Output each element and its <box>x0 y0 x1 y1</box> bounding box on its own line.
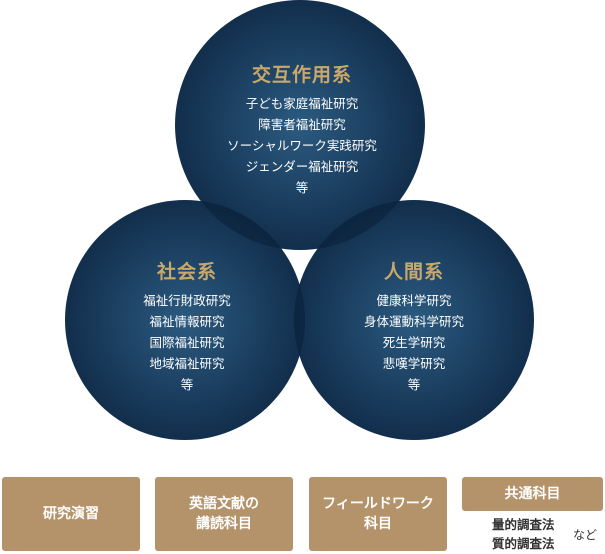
english-literature-label-line1: 英語文献の <box>189 496 259 512</box>
social-item: 地域福祉研究 <box>149 356 225 371</box>
circle-interaction <box>175 0 425 250</box>
interaction-item: ジェンダー福祉研究 <box>246 159 359 174</box>
human-item: 身体運動科学研究 <box>364 314 465 329</box>
common-subject-item: 質的調査法 <box>492 536 555 551</box>
human-item: 悲嘆学研究 <box>383 356 446 371</box>
interaction-item: 障害者福祉研究 <box>258 117 346 132</box>
common-subjects-list: 量的調査法 質的調査法 など <box>462 512 603 554</box>
interaction-item: ソーシャルワーク実践研究 <box>227 138 377 153</box>
social-item: 福祉行財政研究 <box>143 293 231 308</box>
english-literature-box: 英語文献の 講読科目 <box>155 477 293 551</box>
interaction-title: 交互作用系 <box>252 63 352 86</box>
social-item: 国際福祉研究 <box>149 335 225 350</box>
interaction-item: 等 <box>296 180 309 195</box>
fieldwork-box: フィールドワーク 科目 <box>309 477 447 551</box>
human-item: 健康科学研究 <box>376 293 452 308</box>
circle-social <box>65 200 305 440</box>
research-seminar-label: 研究演習 <box>43 506 99 522</box>
common-subjects-box: 共通科目 <box>462 477 603 511</box>
circle-human <box>294 200 534 440</box>
english-literature-label-line2: 講読科目 <box>196 516 252 532</box>
social-title: 社会系 <box>156 260 217 283</box>
human-title: 人間系 <box>384 261 444 283</box>
social-item: 等 <box>181 377 194 392</box>
common-subject-item: 量的調査法 <box>492 517 555 532</box>
common-subjects-title: 共通科目 <box>504 486 561 502</box>
human-item: 死生学研究 <box>383 335 446 350</box>
human-item: 等 <box>408 377 421 392</box>
venn-diagram: 交互作用系 子ども家庭福祉研究 障害者福祉研究 ソーシャルワーク実践研究 ジェン… <box>65 0 534 440</box>
interaction-item: 子ども家庭福祉研究 <box>246 96 359 111</box>
social-item: 福祉情報研究 <box>149 314 225 329</box>
fieldwork-label-line1: フィールドワーク <box>322 496 434 512</box>
common-subjects-suffix: など <box>573 528 598 542</box>
fieldwork-label-line2: 科目 <box>363 516 392 532</box>
research-seminar-box: 研究演習 <box>2 477 140 551</box>
